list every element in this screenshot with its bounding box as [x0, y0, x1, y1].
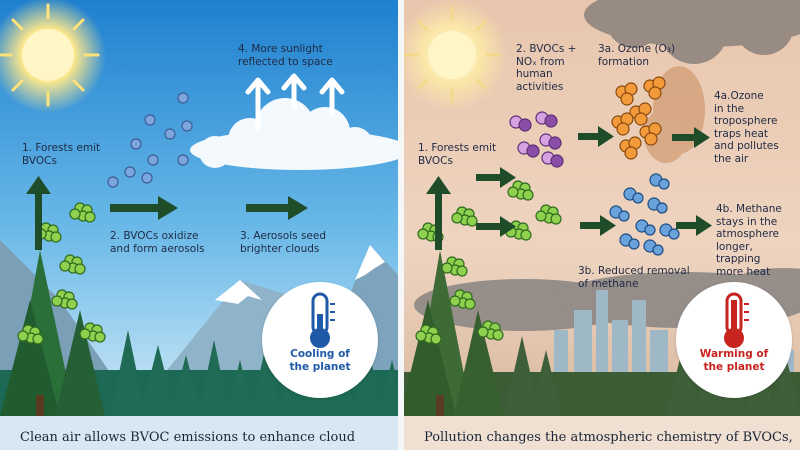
sun-icon [404, 0, 508, 111]
step-2-label: 2. BVOCs oxidize and form aerosols [110, 230, 205, 255]
arrow-icon [26, 176, 308, 250]
step-4a-label: 4a.Ozone in the troposphere traps heat a… [714, 90, 779, 165]
thermometer-icon [310, 292, 335, 348]
sun-icon [0, 0, 106, 113]
smog-cloud [584, 0, 800, 64]
left-caption-text: Clean air allows BVOC emissions to enhan… [20, 430, 356, 445]
step-3-label: 3. Aerosols seed brighter clouds [240, 230, 326, 255]
left-caption: Clean air allows BVOC emissions to enhan… [0, 416, 398, 450]
step-2-label: 2. BVOCs + NOₓ from human activities [516, 43, 577, 93]
step-1-label: 1. Forests emit BVOCs [22, 142, 101, 167]
forest-tree [0, 250, 105, 416]
warming-label: Warming of the planet [699, 348, 769, 373]
right-caption-text: Pollution changes the atmospheric chemis… [424, 430, 793, 445]
reflected-sunlight-arrows [245, 73, 345, 131]
methane-molecules [609, 173, 680, 256]
panel-divider [398, 0, 404, 450]
bvoc-molecules [415, 180, 562, 345]
step-1-label: 1. Forests emit BVOCs [418, 142, 497, 167]
cloud-icon [190, 98, 398, 170]
step-4-label: 4. More sunlight reflected to space [238, 43, 333, 68]
step-3a-label: 3a. Ozone (O₃) formation [598, 43, 676, 68]
aerosol-particles [107, 92, 193, 188]
right-panel-polluted-air: 1. Forests emit BVOCs 2. BVOCs + NOₓ fro… [404, 0, 800, 450]
nox-molecules [509, 111, 564, 168]
cooling-badge: Cooling of the planet [262, 282, 378, 398]
forest-tree [404, 250, 504, 416]
right-scene [404, 0, 800, 416]
bvoc-molecules [17, 202, 106, 345]
warming-badge: Warming of the planet [676, 282, 792, 398]
thermometer-icon [724, 292, 749, 348]
ozone-molecules [611, 76, 666, 160]
left-panel-clean-air: 1. Forests emit BVOCs 2. BVOCs oxidize a… [0, 0, 398, 450]
arrow-icon [426, 126, 712, 250]
ozone-haze [644, 66, 705, 163]
step-4b-label: 4b. Methane stays in the atmosphere long… [716, 203, 782, 278]
right-caption: Pollution changes the atmospheric chemis… [404, 416, 800, 450]
step-3b-label: 3b. Reduced removal of methane [578, 265, 690, 290]
cooling-label: Cooling of the planet [289, 348, 351, 373]
